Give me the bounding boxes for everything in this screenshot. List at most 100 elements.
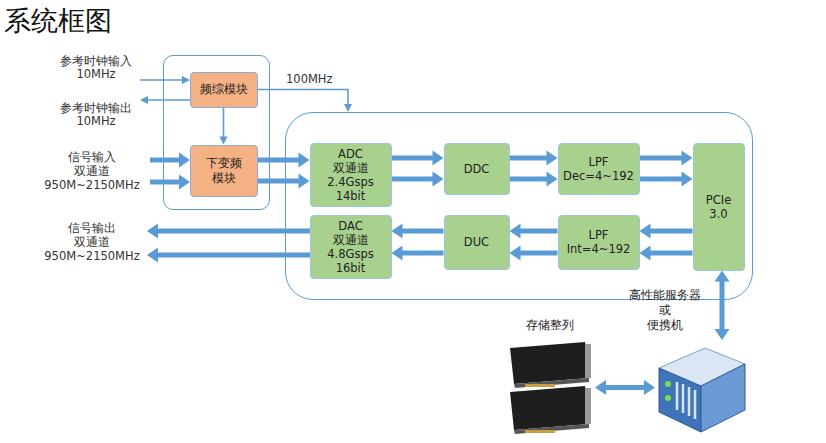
- io-label: 双通道: [74, 164, 110, 178]
- drive-bay: [694, 390, 697, 419]
- heading-text: 便携机: [610, 318, 720, 333]
- connector-arrow: [640, 151, 693, 166]
- connector-arrow: [392, 246, 444, 261]
- connector-line: [640, 176, 683, 181]
- box-text: 频综模块: [194, 82, 254, 97]
- connector-arrow: [640, 171, 693, 186]
- connector-arrow: [510, 246, 558, 261]
- drive-bay: [682, 384, 685, 413]
- arrowhead: [433, 151, 444, 166]
- signal-out-wire: [157, 229, 310, 234]
- arrowhead: [344, 104, 352, 112]
- box-label: 2.4Gsps 14bit: [314, 175, 388, 203]
- connector-line: [402, 229, 444, 234]
- io-label: 950M~2150MHz: [44, 178, 139, 192]
- box-text: 下变频模块: [205, 156, 243, 186]
- connector-arrow: [715, 271, 730, 341]
- connector-line: [650, 229, 693, 234]
- box-label: 下变频模块: [205, 156, 243, 186]
- illustration-heading: 高性能服务器或便携机: [610, 288, 720, 333]
- server-illustration: 高性能服务器或便携机: [655, 340, 747, 435]
- signal-in-arrowhead: [179, 153, 190, 168]
- connector-line: [510, 156, 548, 161]
- arrowhead: [640, 246, 651, 261]
- arrowhead: [299, 173, 310, 188]
- connector-arrow: [258, 173, 310, 188]
- box-text: ADC双通道2.4Gsps 14bit: [314, 147, 388, 203]
- connector-line: [258, 178, 300, 183]
- box-label: Int=4~192: [562, 242, 636, 256]
- heading-text: 或: [610, 303, 720, 318]
- box-label: 双通道: [314, 161, 388, 175]
- connector-line: [720, 281, 725, 331]
- box-label: LPF: [562, 155, 636, 169]
- box-label: DUC: [448, 235, 506, 249]
- card-contacts: [525, 384, 555, 387]
- process-box: LPFDec=4~192: [558, 143, 640, 195]
- box-label: 双通道: [314, 233, 388, 247]
- server-side: [701, 364, 745, 432]
- arrowhead: [595, 380, 606, 395]
- arrowhead: [682, 171, 693, 186]
- card-edge: [514, 378, 589, 388]
- clock-out-wire: [148, 99, 190, 101]
- arrowhead: [220, 137, 228, 145]
- box-label: 3.0: [697, 207, 741, 221]
- process-box: DUC: [444, 215, 510, 270]
- signal-out-arrowhead: [147, 224, 158, 239]
- connector-arrow: [510, 224, 558, 239]
- io-label: 950M~2150MHz: [44, 249, 139, 263]
- illustration-heading: 存储整列: [500, 318, 600, 333]
- arrowhead: [392, 224, 403, 239]
- arrowhead: [433, 171, 444, 186]
- status-led: [665, 381, 671, 387]
- connector-line: [223, 108, 225, 138]
- card-bracket: [585, 388, 591, 424]
- drive-bay: [676, 382, 679, 410]
- box-text: DUC: [448, 235, 506, 249]
- arrowhead: [510, 224, 521, 239]
- arrowhead: [644, 380, 655, 395]
- arrowhead: [547, 151, 558, 166]
- io-label: 10MHz: [76, 114, 115, 128]
- process-box: LPFInt=4~192: [558, 215, 640, 270]
- connector-arrow: [510, 171, 558, 186]
- group-frame: 频综模块下变频模块: [163, 55, 270, 210]
- connector-line: [392, 176, 434, 181]
- box-label: ADC: [314, 147, 388, 161]
- edge-label: 100MHz: [284, 72, 335, 86]
- box-text: LPFInt=4~192: [562, 228, 636, 256]
- box-label: Dec=4~192: [562, 169, 636, 183]
- signal-in-wire: [150, 158, 181, 163]
- connector-arrow: [640, 246, 693, 261]
- box-label: PCIe: [697, 193, 741, 207]
- connector-arrow: [640, 224, 693, 239]
- box-text: DAC双通道4.8Gsps 16bit: [314, 219, 388, 275]
- connector-line: [605, 385, 645, 390]
- clock-in-arrowhead: [182, 76, 190, 84]
- card-bracket: [585, 344, 591, 378]
- io-label: 信号输出: [68, 221, 116, 235]
- signal-out-wire: [157, 253, 310, 258]
- box-label: 4.8Gsps 16bit: [314, 247, 388, 275]
- box-text: LPFDec=4~192: [562, 155, 636, 183]
- connector-arrow: [392, 224, 444, 239]
- box-label: DDC: [448, 162, 506, 176]
- box-text: PCIe3.0: [697, 193, 741, 221]
- connector-line: [258, 90, 349, 106]
- connector-arrow: [392, 151, 444, 166]
- box-label: DAC: [314, 219, 388, 233]
- connector-line: [650, 251, 693, 256]
- connector-arrow: [220, 108, 228, 145]
- connector-arrow: [258, 153, 310, 168]
- io-label: 10MHz: [76, 67, 115, 81]
- server-front: [659, 368, 701, 432]
- arrowhead: [510, 246, 521, 261]
- connector-arrow: [258, 90, 353, 113]
- process-box: ADC双通道2.4Gsps 14bit: [310, 143, 392, 207]
- card-edge: [514, 424, 589, 434]
- connector-line: [392, 156, 434, 161]
- arrowhead: [682, 151, 693, 166]
- io-label: 参考时钟输出: [60, 101, 132, 115]
